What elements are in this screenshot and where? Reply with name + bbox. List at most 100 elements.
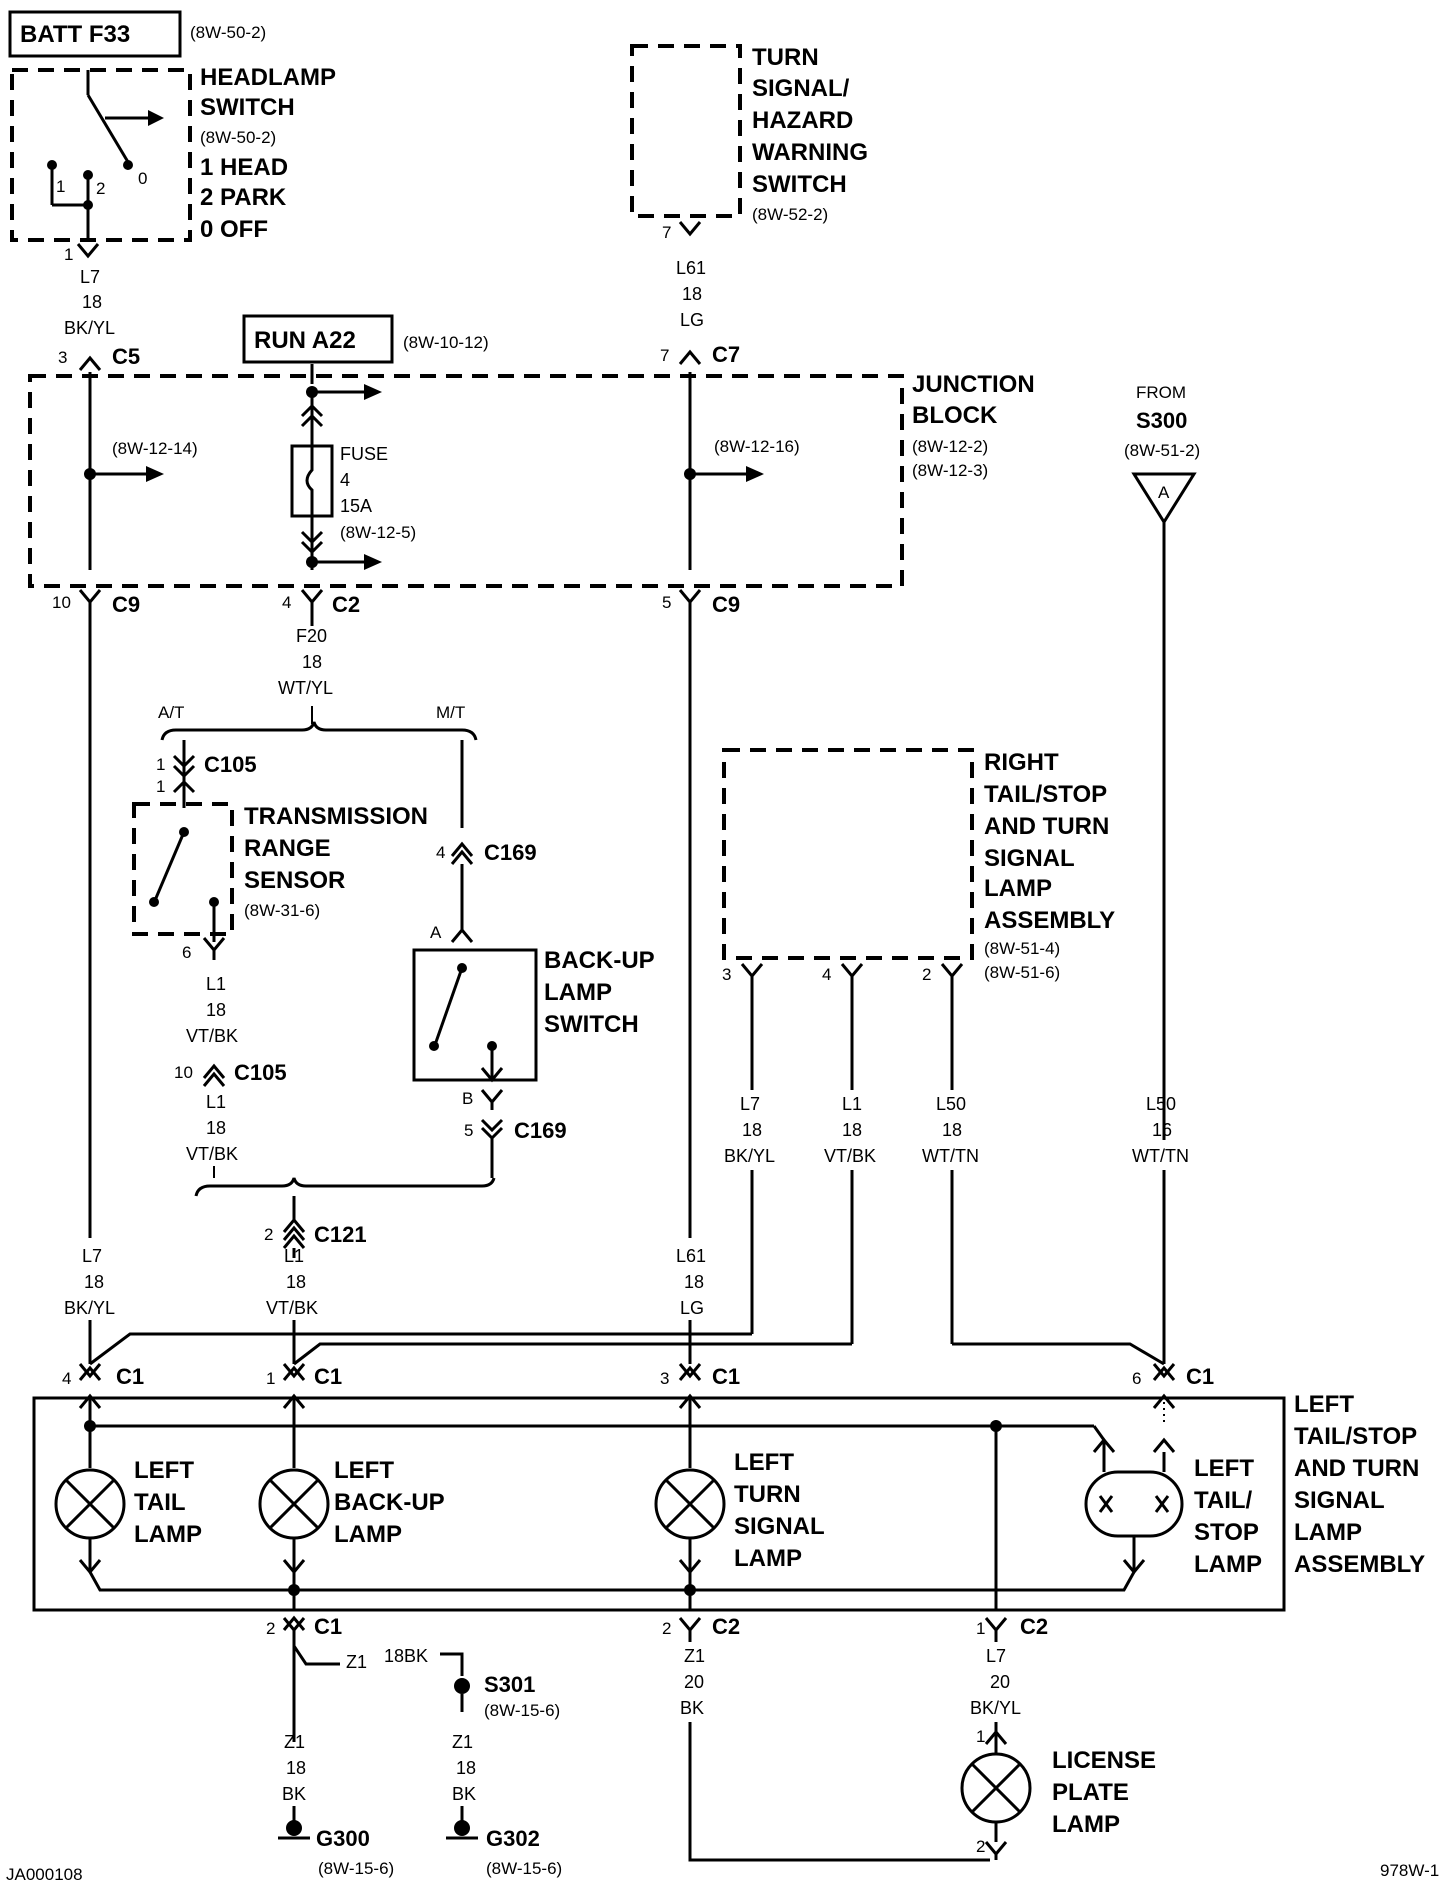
w-z1-g302-1: Z1 (452, 1732, 473, 1752)
c121-join: 2 C121 (194, 1177, 496, 1249)
c169-top-pin: 4 (436, 843, 445, 862)
c1-1-name: C1 (314, 1364, 342, 1389)
lic-pin-2: 2 (976, 1837, 985, 1856)
run-a22-ref: (8W-10-12) (403, 333, 489, 352)
w-l7-lic-1: L7 (986, 1646, 1006, 1666)
w-z1-c2-2: 20 (684, 1672, 704, 1692)
lic-pin-1: 1 (976, 1727, 985, 1746)
c105-top-pin1: 1 (156, 755, 165, 774)
footer-left: JA000108 (6, 1865, 83, 1884)
w-z1-g302-2: 18 (456, 1758, 476, 1778)
c2-fuse-pin: 4 (282, 593, 291, 612)
ground-c2: 2 C2 Z1 20 BK 1 C2 L7 20 BK/YL 1 LICENSE… (662, 1614, 1156, 1862)
c9-right-pin: 5 (662, 593, 671, 612)
w-z1-g302-3: BK (452, 1784, 476, 1804)
ts-pin: 7 (662, 223, 671, 242)
hs-pos-2: 2 PARK (200, 184, 287, 211)
s300-splice: S300 (1136, 408, 1187, 433)
z1-side: Z1 (346, 1652, 367, 1672)
s300-letter: A (1158, 483, 1170, 502)
w-z1-g300-3: BK (282, 1784, 306, 1804)
ra-title-5: LAMP (984, 875, 1052, 902)
bus-title-1: BACK-UP (544, 947, 655, 974)
lb-3: LAMP (334, 1521, 402, 1548)
c1-6-name: C1 (1186, 1364, 1214, 1389)
junction-block: JUNCTION BLOCK (8W-12-2) (8W-12-3) (8W-1… (28, 364, 1035, 588)
s300-ref: (8W-51-2) (1124, 441, 1200, 460)
w-l7-r-3: BK/YL (724, 1146, 775, 1166)
w-l1-r-2: 18 (842, 1120, 862, 1140)
w-l7-r-1: L7 (740, 1094, 760, 1114)
ra-pin-3: 3 (722, 965, 731, 984)
lt-2: TAIL (134, 1489, 186, 1516)
c2-2-name: C2 (712, 1614, 740, 1639)
c1-connectors: 4 C1 1 C1 3 C1 6 C1 (62, 1363, 1214, 1389)
lts-4: LAMP (734, 1545, 802, 1572)
f20-wire: F20 18 WT/YL A/T M/T (158, 602, 478, 741)
w-l61-bot-1: L61 (676, 1246, 706, 1266)
lts-2: TURN (734, 1481, 801, 1508)
ra-title-2: TAIL/STOP (984, 781, 1107, 808)
ra-ref-1: (8W-51-4) (984, 939, 1060, 958)
w-z1-c2-1: Z1 (684, 1646, 705, 1666)
ts-title-5: SWITCH (752, 171, 847, 198)
c1-1-pin: 1 (266, 1369, 275, 1388)
fuse-number: 4 (340, 470, 350, 490)
ts-title-1: TURN (752, 44, 819, 71)
left-tail-stop-assembly: LEFT TAIL/STOP AND TURN SIGNAL LAMP ASSE… (32, 1391, 1425, 1612)
w-l50-s-1: L50 (1146, 1094, 1176, 1114)
c169-top-name: C169 (484, 840, 537, 865)
s301-ref: (8W-15-6) (484, 1701, 560, 1720)
c2-1-pin: 1 (976, 1619, 985, 1638)
w-l50-r-1: L50 (936, 1094, 966, 1114)
la-title-1: LEFT (1294, 1391, 1354, 1418)
run-a22-box: RUN A22 (8W-10-12) (242, 314, 489, 364)
ra-title-1: RIGHT (984, 749, 1059, 776)
g300-label: G300 (316, 1826, 370, 1851)
w-l61-top-1: L61 (676, 258, 706, 278)
license-plate-lamp: LICENSE PLATE LAMP (960, 1747, 1156, 1838)
w-l1-mid-1: L1 (206, 1092, 226, 1112)
w-l1-trs-2: 18 (206, 1000, 226, 1020)
c7-pin: 7 (660, 346, 669, 365)
w-l7-top-2: 18 (82, 292, 102, 312)
lb-1: LEFT (334, 1457, 394, 1484)
ra-title-3: AND TURN (984, 813, 1109, 840)
w-l50-r-3: WT/TN (922, 1146, 979, 1166)
left-tail-lamp: LEFT TAIL LAMP (54, 1457, 202, 1548)
backup-lamp-switch: 4 C169 A BACK-UP LAMP SWITCH B 5 C169 (412, 740, 655, 1178)
wire-l7-top: 1 L7 18 BK/YL 3 C5 (58, 243, 140, 371)
from-s300: FROM S300 (8W-51-2) A (1124, 383, 1200, 1140)
hs-pos-1: 1 HEAD (200, 154, 288, 181)
w-l1-mid-2: 18 (206, 1118, 226, 1138)
w-l7-bot-1: L7 (82, 1246, 102, 1266)
c9-left-pin: 10 (52, 593, 71, 612)
lt-3: LAMP (134, 1521, 202, 1548)
w-l1-bot-1: L1 (284, 1246, 304, 1266)
w-z1-g300-2: 18 (286, 1758, 306, 1778)
g302-label: G302 (486, 1826, 540, 1851)
lsl-4: LAMP (1194, 1551, 1262, 1578)
w-l1-bot-2: 18 (286, 1272, 306, 1292)
hs-title-2: SWITCH (200, 94, 295, 121)
g302-ref: (8W-15-6) (486, 1859, 562, 1878)
hs-pin1: 1 (56, 177, 65, 196)
c169-bot-pin: 5 (464, 1121, 473, 1140)
hs-connector-pin: 1 (64, 245, 73, 264)
opt-mt: M/T (436, 703, 465, 722)
ts-ref: (8W-52-2) (752, 205, 828, 224)
jb-right-ref: (8W-12-16) (714, 437, 800, 456)
fuse-rating: 15A (340, 496, 372, 516)
bus-title-3: SWITCH (544, 1011, 639, 1038)
la-title-4: SIGNAL (1294, 1487, 1385, 1514)
c5-pin: 3 (58, 348, 67, 367)
c121-pin: 2 (264, 1225, 273, 1244)
opt-at: A/T (158, 703, 184, 722)
lb-2: BACK-UP (334, 1489, 445, 1516)
bus-title-2: LAMP (544, 979, 612, 1006)
g300-ref: (8W-15-6) (318, 1859, 394, 1878)
c1-4-name: C1 (116, 1364, 144, 1389)
batt-f33-box: BATT F33 (8W-50-2) (8, 10, 266, 58)
fuse-label: FUSE (340, 444, 388, 464)
